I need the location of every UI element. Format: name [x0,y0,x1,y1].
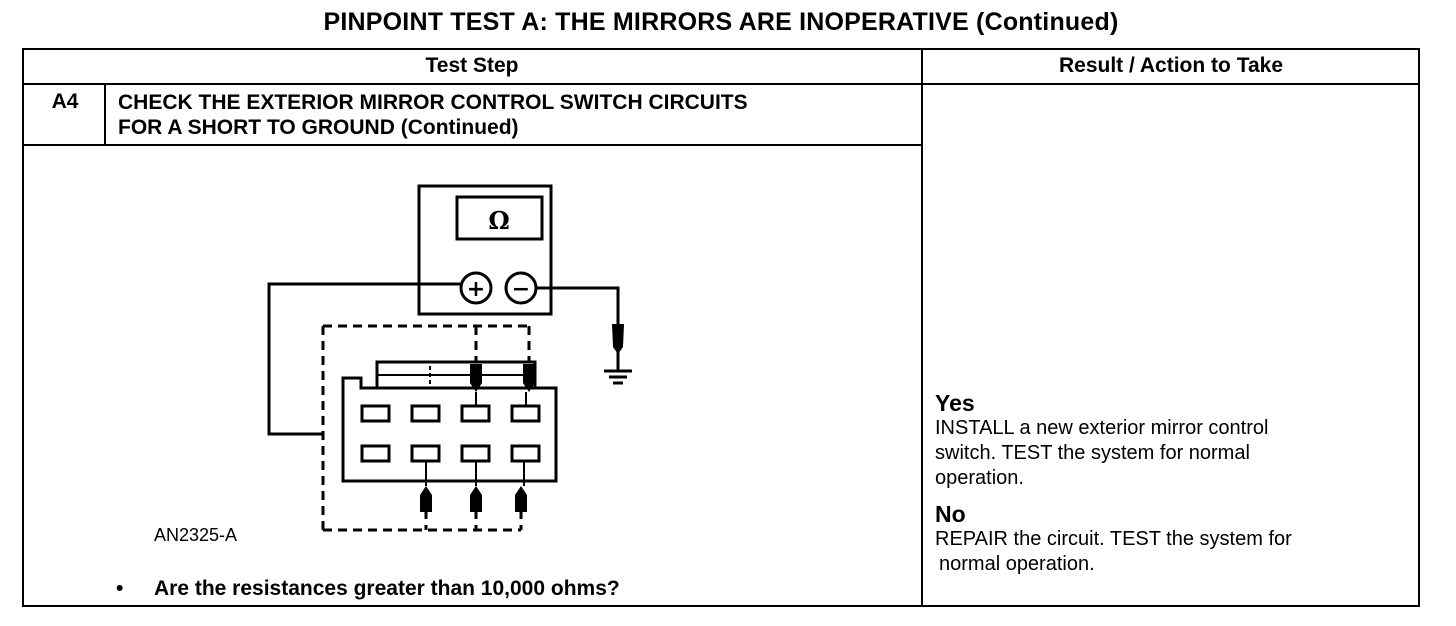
positive-test-lead [267,282,461,436]
result-no: No REPAIR the circuit. TEST the system f… [935,501,1405,577]
negative-test-lead [536,286,620,326]
no-action-line-2: normal operation. [939,553,1095,575]
ground-probe-icon [612,324,624,354]
test-question: • Are the resistances greater than 10,000… [116,577,620,601]
plus-symbol: + [467,277,485,302]
yes-action-line-3: operation. [935,467,1024,489]
bottom-probes-icon [420,486,527,512]
result-yes: Yes INSTALL a new exterior mirror contro… [935,390,1405,491]
yes-action-line-1: INSTALL a new exterior mirror control [935,417,1269,439]
jumper-dashed-outline [321,324,531,532]
page-title: PINPOINT TEST A: THE MIRRORS ARE INOPERA… [323,8,1119,36]
column-divider [921,48,923,607]
step-id-divider [104,84,106,145]
ohmmeter-display [455,195,544,241]
ohm-symbol-icon: Ω [488,206,509,235]
ground-symbol-icon [604,369,632,385]
step-id: A4 [51,90,79,113]
top-probes-icon [470,364,535,392]
test-table [22,48,1420,607]
step-title-divider [22,144,922,146]
header-divider [22,83,1420,85]
no-label: No [935,501,966,527]
header-result-action: Result / Action to Take [1058,54,1284,77]
bullet: • [116,577,124,600]
question-text: Are the resistances greater than 10,000 … [154,577,620,600]
figure-id: AN2325-A [154,525,238,545]
connector-body [341,376,558,483]
no-action-line-1: REPAIR the circuit. TEST the system for [935,528,1292,550]
yes-label: Yes [935,390,975,416]
header-test-step: Test Step [425,54,519,77]
minus-symbol: − [512,277,530,302]
step-title: CHECK THE EXTERIOR MIRROR CONTROL SWITCH… [118,90,908,140]
yes-action-line-2: switch. TEST the system for normal [935,442,1250,464]
positive-terminal-icon [459,271,493,305]
step-title-line-1: CHECK THE EXTERIOR MIRROR CONTROL SWITCH… [118,91,748,114]
step-title-line-2: FOR A SHORT TO GROUND (Continued) [118,116,519,139]
